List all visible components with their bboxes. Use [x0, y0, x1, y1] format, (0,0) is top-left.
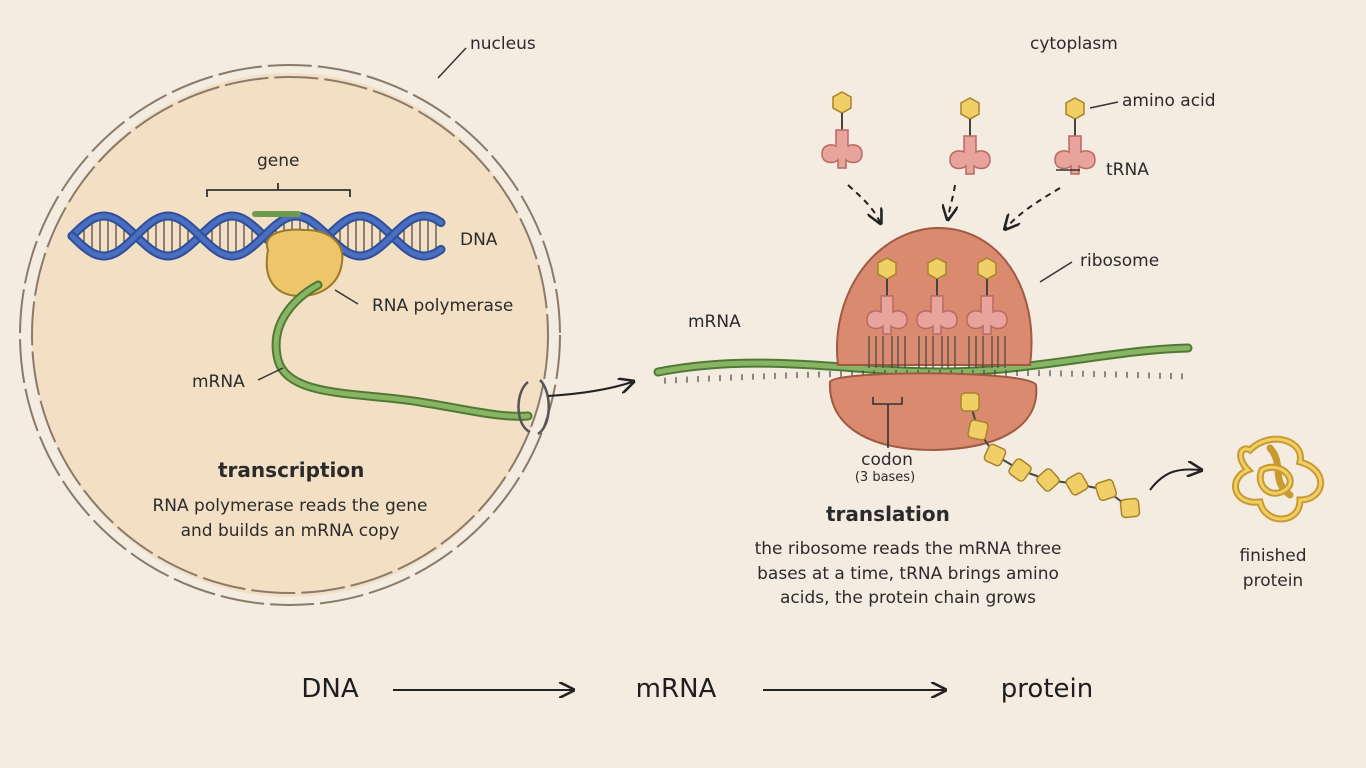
chain-amino-acid: [1119, 497, 1141, 519]
rna-polymerase-shape: [265, 228, 344, 298]
translation-title: translation: [826, 502, 950, 526]
incoming-trna-1-amino-acid: [832, 91, 852, 114]
incoming-trna-1-body: [821, 129, 863, 169]
finished-protein-label: finished protein: [1239, 546, 1307, 591]
ribosome-trna-1-amino-acid: [877, 257, 897, 280]
ribosome-trna-2-amino-acid: [927, 257, 947, 280]
flow-protein: protein: [1000, 674, 1094, 704]
transcription-title: transcription: [218, 458, 365, 482]
trna-in-ribosome: [866, 257, 1008, 368]
translation-description: the ribosome reads the mRNA three bases …: [754, 539, 1062, 609]
export-arrow: [547, 382, 632, 397]
mrna-nucleus-label: mRNA: [192, 372, 245, 392]
dna-strand-front-fill: [69, 213, 444, 259]
ribosome-trna-2-body: [916, 295, 958, 335]
chain-amino-acid: [1065, 472, 1089, 496]
trna-label: tRNA: [1106, 160, 1149, 180]
nucleus-membrane: [19, 64, 561, 606]
ribosome-trna-1-body: [866, 295, 908, 335]
transcription-description: RNA polymerase reads the gene and builds…: [152, 496, 428, 541]
chain-amino-acid: [1008, 458, 1032, 482]
ribosome-trna-3-body: [966, 295, 1008, 335]
leader-lines: [257, 47, 1119, 381]
incoming-trna-3-amino-acid: [1065, 97, 1085, 120]
flow-mrna: mRNA: [635, 674, 717, 704]
incoming-trna-2-amino-acid: [960, 97, 980, 120]
codon-note: (3 bases): [854, 470, 916, 485]
codon-bracket: [872, 397, 903, 448]
codon-label: codon: [861, 450, 913, 470]
chain-amino-acid: [960, 392, 980, 412]
trna-delivery-arrows: [847, 184, 1061, 228]
incoming-trna: [821, 91, 1096, 175]
dna-helix: [67, 211, 446, 261]
amino-acid-label: amino acid: [1122, 91, 1216, 111]
dna-label: DNA: [460, 230, 498, 250]
mrna-cytoplasm-label: mRNA: [688, 312, 741, 332]
flow-dna: DNA: [301, 674, 359, 704]
ribosome-trna-3-amino-acid: [977, 257, 997, 280]
cytoplasm-label: cytoplasm: [1030, 34, 1118, 54]
nucleus-label: nucleus: [470, 34, 536, 54]
nuclear-pore: [517, 379, 550, 436]
chain-amino-acid: [1094, 478, 1118, 502]
gene-label: gene: [257, 151, 300, 171]
finished-protein-highlight: [1234, 437, 1323, 521]
gene-bracket: [206, 183, 351, 197]
protein-chain: [960, 392, 1141, 519]
rna-polymerase-label: RNA polymerase: [372, 296, 514, 316]
protein-release-arrow: [1149, 469, 1200, 491]
incoming-trna-2-body: [949, 135, 991, 175]
incoming-trna-3-body: [1054, 135, 1096, 175]
mrna-strand-cytoplasm: [653, 343, 1193, 384]
chain-amino-acid: [967, 419, 989, 441]
ribosome-label: ribosome: [1080, 251, 1160, 271]
mrna-strand-nucleus: [271, 280, 533, 421]
chain-amino-acid: [983, 443, 1007, 467]
chain-amino-acid: [1036, 468, 1060, 492]
finished-protein-shape: [1232, 435, 1325, 523]
